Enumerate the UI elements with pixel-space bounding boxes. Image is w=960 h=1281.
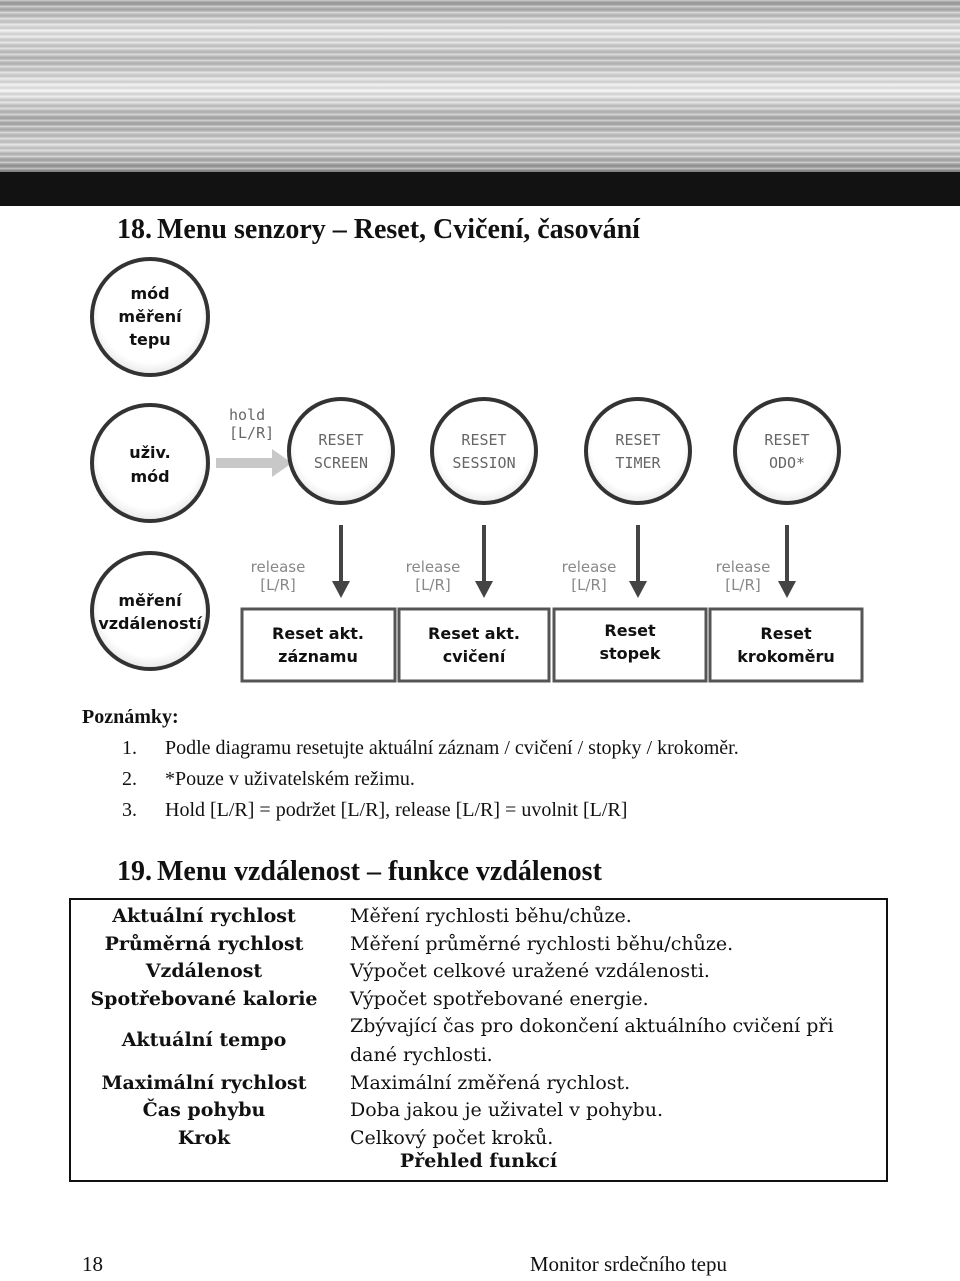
hold-arrow — [216, 449, 292, 477]
reset-circle-odo: RESET ODO* — [733, 397, 841, 505]
note-item: 2. *Pouze v uživatelském režimu. — [82, 764, 739, 795]
function-desc: Maximální změřená rychlost. — [350, 1072, 631, 1094]
section-18-title: Menu senzory – Reset, Cvičení, časování — [157, 214, 640, 245]
header-bar — [0, 172, 960, 206]
function-term: Aktuální tempo — [121, 1029, 287, 1051]
function-term: Spotřebované kalorie — [90, 988, 318, 1010]
function-desc: Měření rychlosti běhu/chůze. — [350, 905, 632, 927]
reset-circle-3-line-2: TIMER — [615, 454, 661, 472]
header-banner — [0, 0, 960, 172]
table-row: Maximální rychlost Maximální změřená ryc… — [71, 1069, 886, 1097]
function-desc: Měření průměrné rychlosti běhu/chůze. — [350, 933, 734, 955]
result-box-4-line-2: krokoměru — [737, 647, 835, 666]
table-row: Spotřebované kalorie Výpočet spotřebovan… — [71, 985, 886, 1013]
down-arrow-3 — [629, 525, 647, 598]
reset-circle-1-line-1: RESET — [318, 431, 363, 449]
mode-circle-heart-rate: mód měření tepu — [90, 257, 210, 377]
section-18-number: 18. — [117, 214, 152, 245]
reset-circle-2-line-2: SESSION — [452, 454, 515, 472]
table-caption: Přehled funkcí — [399, 1150, 558, 1172]
table-row: Aktuální rychlost Měření rychlosti běhu/… — [71, 902, 886, 930]
functions-table: Aktuální rychlost Měření rychlosti běhu/… — [69, 898, 888, 1182]
result-box-4-line-1: Reset — [760, 624, 812, 643]
table-row: Krok Celkový počet kroků. — [71, 1124, 886, 1152]
result-box-2-line-1: Reset akt. — [428, 624, 520, 643]
footer-title: Monitor srdečního tepu — [529, 1252, 727, 1276]
function-desc: Doba jakou je uživatel v pohybu. — [350, 1099, 663, 1121]
result-box-pedometer: Reset krokoměru — [708, 607, 864, 683]
reset-circle-screen: RESET SCREEN — [287, 397, 395, 505]
reset-circle-2-line-1: RESET — [461, 431, 506, 449]
reset-circle-timer: RESET TIMER — [584, 397, 692, 505]
section-19-title: Menu vzdálenost – funkce vzdálenost — [157, 856, 602, 887]
function-desc: Zbývající čas pro dokončení aktuálního c… — [350, 1015, 834, 1037]
function-term: Krok — [177, 1127, 231, 1149]
release-label-2-line-1: release — [406, 558, 461, 576]
result-box-1-line-2: záznamu — [278, 647, 358, 666]
mode-circle-3-line-2: vzdáleností — [98, 614, 203, 633]
function-term: Vzdálenost — [145, 960, 263, 982]
release-label-4-line-2: [L/R] — [725, 576, 761, 594]
result-box-3-line-2: stopek — [599, 644, 660, 663]
function-desc: Výpočet celkové uražené vzdálenosti. — [350, 960, 710, 982]
result-box-1-line-1: Reset akt. — [272, 624, 364, 643]
function-term: Aktuální rychlost — [112, 905, 296, 927]
hold-label-line-2: [L/R] — [229, 424, 274, 442]
note-number: 3. — [122, 799, 137, 821]
table-row: Vzdálenost Výpočet celkové uražené vzdál… — [71, 957, 886, 985]
reset-circle-1-line-2: SCREEN — [314, 454, 368, 472]
mode-circle-1-line-2: měření — [118, 307, 183, 326]
release-label-4-line-1: release — [716, 558, 771, 576]
function-desc: Výpočet spotřebované energie. — [350, 988, 649, 1010]
table-row: Čas pohybu Doba jakou je uživatel v pohy… — [71, 1096, 886, 1124]
release-label-1-line-1: release — [251, 558, 306, 576]
result-box-session: Reset akt. cvičení — [397, 607, 551, 683]
notes: Poznámky: 1. Podle diagramu resetujte akt… — [82, 706, 739, 826]
hold-label-line-1: hold — [229, 406, 265, 424]
down-arrow-4 — [778, 525, 796, 598]
reset-circle-4-line-1: RESET — [764, 431, 809, 449]
table-row: Průměrná rychlost Měření průměrné rychlo… — [71, 930, 886, 958]
mode-circle-3-line-1: měření — [118, 591, 183, 610]
mode-circle-1-line-3: tepu — [129, 330, 170, 349]
mode-circle-2-line-1: uživ. — [129, 443, 170, 462]
section-18-heading: 18. Menu senzory – Reset, Cvičení, časov… — [117, 213, 640, 247]
notes-list: 1. Podle diagramu resetujte aktuální zázn… — [82, 733, 739, 826]
function-term: Maximální rychlost — [101, 1072, 307, 1094]
release-label-1-line-2: [L/R] — [260, 576, 296, 594]
note-item: 1. Podle diagramu resetujte aktuální zázn… — [82, 733, 739, 764]
function-desc-continued: dané rychlosti. — [350, 1044, 493, 1066]
result-box-3-line-1: Reset — [604, 621, 656, 640]
result-box-record: Reset akt. záznamu — [240, 607, 397, 683]
down-arrow-1 — [332, 525, 350, 598]
result-box-stopwatch: Reset stopek — [552, 607, 708, 683]
note-number: 2. — [122, 768, 137, 790]
release-label-3-line-1: release — [562, 558, 617, 576]
reset-diagram: mód měření tepu uživ. mód měření vzdálen… — [90, 257, 864, 683]
mode-circle-1-line-1: mód — [130, 284, 169, 303]
page-number: 18 — [82, 1252, 103, 1276]
note-text: Podle diagramu resetujte aktuální záznam… — [165, 737, 739, 759]
mode-circle-user: uživ. mód — [90, 403, 210, 523]
function-desc: Celkový počet kroků. — [350, 1127, 554, 1149]
function-term: Průměrná rychlost — [104, 933, 304, 955]
result-box-2-line-2: cvičení — [443, 647, 507, 666]
note-text: *Pouze v uživatelském režimu. — [165, 768, 415, 790]
section-19-heading: 19. Menu vzdálenost – funkce vzdálenost — [117, 855, 602, 889]
section-19-number: 19. — [117, 856, 152, 887]
note-item: 3. Hold [L/R] = podržet [L/R], release [L… — [82, 795, 739, 826]
mode-circle-2-line-2: mód — [130, 467, 169, 486]
function-term: Čas pohybu — [142, 1099, 266, 1121]
notes-title: Poznámky: — [82, 706, 179, 728]
note-number: 1. — [122, 737, 137, 759]
reset-circle-4-line-2: ODO* — [769, 454, 805, 472]
release-label-3-line-2: [L/R] — [571, 576, 607, 594]
reset-circle-session: RESET SESSION — [430, 397, 538, 505]
release-label-2-line-2: [L/R] — [415, 576, 451, 594]
table-row: Aktuální tempo Zbývající čas pro dokonče… — [71, 1012, 886, 1068]
down-arrow-2 — [475, 525, 493, 598]
reset-circle-3-line-1: RESET — [615, 431, 660, 449]
note-text: Hold [L/R] = podržet [L/R], release [L/R… — [165, 799, 628, 821]
mode-circle-distance: měření vzdáleností — [90, 551, 210, 671]
